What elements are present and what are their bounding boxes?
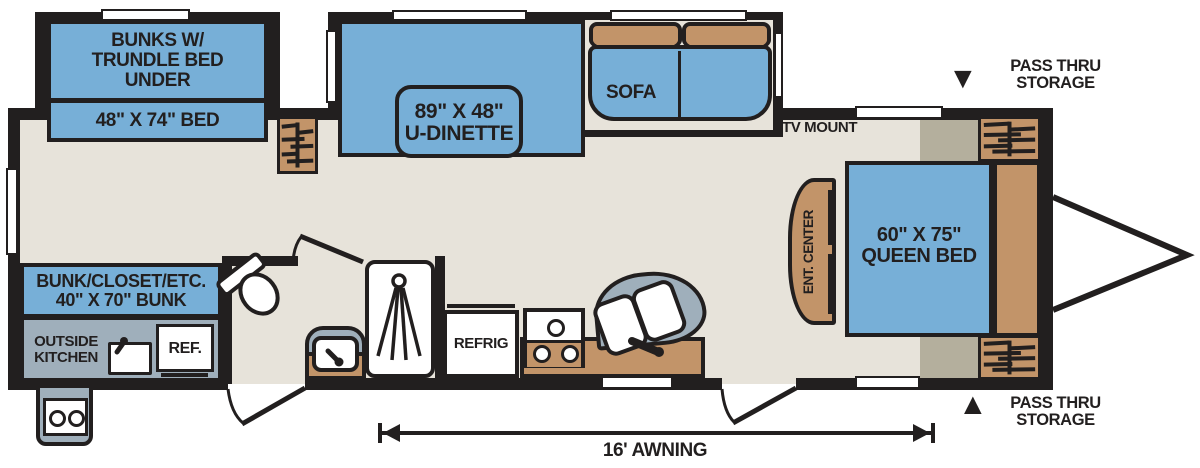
wall-front — [1041, 108, 1053, 390]
griddle-top — [43, 398, 88, 436]
u-dinette-table: 89" X 48" U-DINETTE — [395, 85, 523, 158]
window-bunk-slide — [101, 9, 190, 21]
window-dinette — [392, 10, 527, 21]
wardrobe-front-bottom — [978, 335, 1041, 380]
refrigerator: REFRIG — [443, 310, 519, 378]
bunk-closet-label-1: BUNK/CLOSET/ETC. — [36, 271, 206, 291]
dinette-name-label: U-DINETTE — [404, 122, 514, 146]
queen-bed-size-label: 60" X 75" — [876, 224, 962, 246]
outside-kitchen-fridge: REF. — [156, 324, 214, 372]
burner-icon — [561, 345, 579, 363]
clothes-rod-icon — [280, 119, 315, 171]
outside-kitchen: OUTSIDE KITCHEN REF. — [20, 316, 222, 382]
outside-kitchen-label-2: KITCHEN — [34, 348, 98, 366]
entertainment-center: ENT. CENTER — [788, 178, 836, 325]
dinette-size-label: 89" X 48" — [414, 100, 504, 123]
pass-thru-arrow-up-icon: ▲ — [958, 388, 988, 421]
pass-thru-top-label-2: STORAGE — [1016, 74, 1095, 93]
bunk-closet-label-2: 40" X 70" BUNK — [55, 289, 187, 310]
hitch-icon — [1051, 194, 1195, 313]
bathroom-wall-top — [222, 256, 298, 266]
ent-center-detail — [828, 254, 832, 314]
burner-icon — [547, 319, 565, 337]
sofa-seat: SOFA — [588, 45, 772, 121]
clothes-rod-icon — [981, 119, 1038, 159]
sofa-cushion-divider — [678, 51, 681, 117]
entry-door-rear — [226, 385, 307, 427]
burner-icon — [68, 410, 85, 427]
window-bedroom-top — [855, 106, 943, 119]
outside-kitchen-sink — [108, 342, 152, 375]
burner-icon — [49, 410, 66, 427]
pass-thru-bottom-label-2: STORAGE — [1016, 411, 1095, 430]
window-rear-wall — [6, 168, 18, 255]
bunk-slide-label-3: UNDER — [124, 69, 191, 91]
tv-mount-label: TV MOUNT — [782, 119, 858, 136]
window-sofa — [610, 10, 747, 21]
bunk-lower-bed: 48" X 74" BED — [47, 99, 268, 142]
bunk-closet: BUNK/CLOSET/ETC. 40" X 70" BUNK — [20, 263, 222, 318]
refrigerator-top-line — [447, 304, 515, 308]
pass-thru-top-label-1: PASS THRU — [1010, 57, 1101, 75]
bunk-slide-label-1: BUNKS W/ — [111, 30, 204, 51]
fridge-base-line — [161, 373, 208, 377]
shower — [365, 260, 435, 378]
awning-label: 16' AWNING — [602, 440, 708, 461]
clothes-rod-icon — [981, 338, 1038, 377]
bedroom-shelf-top — [920, 120, 978, 161]
refrig-label: REFRIG — [453, 335, 509, 352]
queen-bed: 60" X 75" QUEEN BED — [845, 161, 993, 337]
outside-kitchen-label-1: OUTSIDE — [34, 333, 98, 350]
bunk-trundle-bed: BUNKS W/ TRUNDLE BED UNDER — [47, 20, 268, 102]
bathroom-wall-left — [222, 256, 232, 384]
bathroom-sink — [312, 336, 359, 372]
dinette-slideout-top-wall — [328, 12, 783, 22]
bunk-bed-size-label: 48" X 74" BED — [95, 110, 220, 131]
stove — [523, 308, 585, 368]
pass-thru-bottom-label-1: PASS THRU — [1010, 394, 1101, 412]
sofa-label: SOFA — [606, 82, 657, 103]
ref-label: REF. — [168, 340, 202, 357]
bathroom-wall-right — [435, 256, 445, 384]
entry-door-front — [720, 385, 798, 426]
bedroom-shelf-bottom — [920, 337, 978, 378]
pass-thru-arrow-down-icon: ▼ — [948, 62, 978, 95]
wardrobe-entry — [277, 116, 318, 174]
window-dinette-side — [326, 30, 337, 103]
outside-griddle — [36, 384, 93, 446]
window-sofa-side — [774, 32, 783, 98]
queen-bed-headboard — [993, 161, 1041, 337]
wardrobe-front-top — [978, 116, 1041, 162]
bunk-slide-label-2: TRUNDLE BED — [91, 49, 224, 71]
ent-center-detail — [828, 190, 832, 245]
ent-center-label: ENT. CENTER — [800, 210, 816, 295]
window-bedroom-bottom — [855, 376, 920, 389]
slideout-edge — [583, 130, 783, 137]
burner-icon — [533, 345, 551, 363]
queen-bed-name-label: QUEEN BED — [861, 245, 977, 267]
